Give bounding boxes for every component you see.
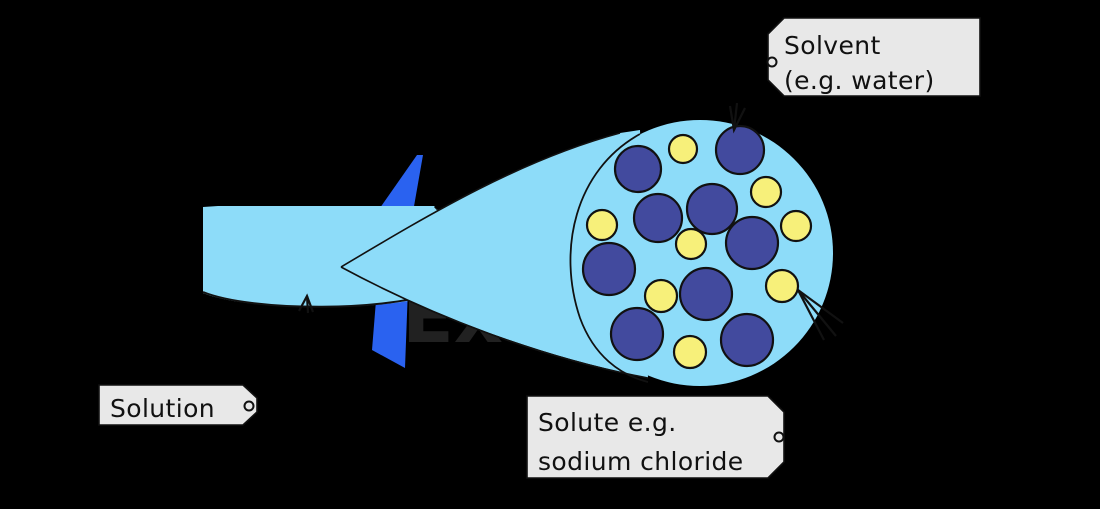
- solvent-particle: [674, 227, 708, 261]
- magnifier-cone-edge-top: [340, 132, 621, 268]
- magnifier-cone: [340, 130, 649, 379]
- royal-blue-accent-shapes: [372, 155, 423, 368]
- solvent-particle: [643, 278, 679, 314]
- solute-particle: [581, 241, 637, 297]
- solvent-label-tag-shape: [767, 17, 981, 97]
- solute-particle: [685, 182, 739, 236]
- solute-arrow: [797, 289, 844, 341]
- solvent-particle: [779, 209, 813, 243]
- solvent-particle: [672, 334, 708, 370]
- solute-label-eyelet-icon: [773, 431, 785, 443]
- solvent-particles: [585, 133, 813, 370]
- solvent-particle: [585, 208, 619, 242]
- magnifier-cone-edge-bottom: [340, 266, 649, 379]
- solution-label-eyelet-icon: [243, 400, 255, 412]
- solution-label-tag-shape: [98, 384, 258, 426]
- solution-arrow: [298, 293, 315, 314]
- solute-particle: [613, 144, 663, 194]
- solute-label-line-1: Solute e.g.: [538, 408, 677, 437]
- magnifier-cone-shape: [341, 130, 648, 378]
- solution-label[interactable]: Solution: [98, 384, 258, 426]
- solvent-label-line-1: Solvent: [784, 31, 881, 60]
- solvent-particle: [764, 268, 800, 304]
- solute-particle: [609, 306, 665, 362]
- solvent-label-eyelet-icon: [766, 56, 778, 68]
- solute-label[interactable]: Solute e.g. sodium chloride: [526, 395, 785, 479]
- solution-label-line-1: Solution: [110, 394, 215, 423]
- lens-arc-outline: [569, 133, 649, 383]
- solvent-label-line-2: (e.g. water): [784, 66, 935, 95]
- solute-particle: [632, 192, 684, 244]
- solvent-label[interactable]: Solvent (e.g. water): [766, 17, 981, 97]
- callout-arrows: [298, 102, 844, 341]
- solute-particle: [678, 266, 734, 322]
- solute-particles: [581, 124, 780, 368]
- solute-particle: [724, 215, 780, 271]
- accent-triangle-top: [373, 155, 423, 218]
- solvent-particle: [749, 175, 783, 209]
- solute-particle: [714, 124, 766, 176]
- solute-particle: [719, 312, 775, 368]
- solvent-particle: [667, 133, 699, 165]
- solute-label-line-2: sodium chloride: [538, 447, 744, 476]
- accent-triangle-bottom: [372, 288, 408, 368]
- magnified-view-bubble: [567, 120, 833, 386]
- solvent-arrow: [728, 102, 746, 134]
- solute-label-tag-shape: [526, 395, 785, 479]
